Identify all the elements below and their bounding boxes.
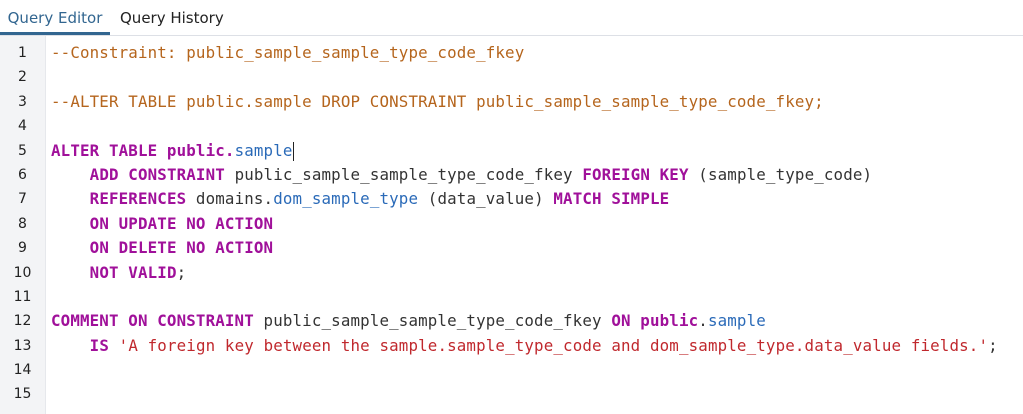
sql-text [109,336,119,355]
sql-text [51,263,90,282]
line-number: 15 [13,386,32,403]
line-number: 1 [18,45,27,61]
sql-text [51,238,90,257]
code-line: --Constraint: public_sample_sample_type_… [51,41,1023,65]
code-line: ADD CONSTRAINT public_sample_sample_type… [51,163,1023,187]
code-line: IS 'A foreign key between the sample.sam… [51,334,1023,358]
code-line [51,382,1023,406]
sql-text: (data_value) [418,189,554,209]
tab-bar: Query Editor Query History [0,0,1023,36]
line-number: 5 [18,142,27,159]
sql-keyword: MATCH SIMPLE [553,189,670,209]
sql-text: ; [176,262,187,282]
sql-text [51,336,90,355]
code-line [51,65,1023,89]
line-number: 4 [18,118,27,135]
sql-text [51,165,90,184]
tab-query-history[interactable]: Query History [120,9,224,27]
code-line: NOT VALID; [51,261,1023,285]
code-line: ALTER TABLE public.sample [51,139,1023,163]
line-number: 9 [18,240,27,257]
sql-identifier: sample [234,140,293,160]
sql-string: 'A foreign key between the sample.sample… [118,335,989,355]
text-cursor [292,141,294,161]
line-number: 2 [18,69,27,86]
line-number: 10 [13,264,32,281]
line-number: 7 [18,191,27,208]
sql-keyword: IS [89,335,109,355]
sql-keyword: ON public [611,311,699,331]
line-number: 13 [13,337,32,354]
sql-comment: --Constraint: public_sample_sample_type_… [51,43,525,62]
sql-text: public_sample_sample_type_code_fkey [253,311,612,331]
sql-text: (sample_type_code) [688,164,873,184]
code-line: COMMENT ON CONSTRAINT public_sample_samp… [51,309,1023,333]
sql-keyword: ALTER TABLE public [51,140,225,160]
line-number: 6 [18,166,27,183]
line-number: 8 [18,215,27,232]
sql-text: domains. [186,189,274,209]
code-line: ON DELETE NO ACTION [51,236,1023,260]
sql-keyword: ADD CONSTRAINT [89,164,225,184]
sql-keyword: NOT VALID [89,262,177,282]
tab-query-editor[interactable]: Query Editor [0,2,110,35]
line-number: 11 [13,288,32,305]
line-number: 3 [18,93,27,110]
sql-comment: --ALTER TABLE public.sample DROP CONSTRA… [51,91,824,111]
code-line: REFERENCES domains.dom_sample_type (data… [51,187,1023,211]
code-area[interactable]: --Constraint: public_sample_sample_type_… [46,36,1023,414]
code-line [51,358,1023,382]
line-number: 14 [13,362,32,379]
sql-keyword: REFERENCES [89,189,187,209]
sql-identifier: sample [707,311,766,331]
sql-identifier: dom_sample_type [273,189,419,209]
sql-text [51,214,90,233]
code-line [51,114,1023,138]
sql-text [51,189,90,208]
sql-keyword: ON DELETE NO ACTION [89,238,274,258]
sql-keyword: FOREIGN KEY [582,164,689,184]
sql-text: public_sample_sample_type_code_fkey [224,164,583,184]
sql-keyword: . [224,140,235,160]
code-line [51,285,1023,309]
code-line: ON UPDATE NO ACTION [51,212,1023,236]
sql-text: ; [988,335,998,355]
sql-keyword: COMMENT ON CONSTRAINT [51,311,254,331]
sql-text: . [698,311,708,331]
code-line: --ALTER TABLE public.sample DROP CONSTRA… [51,90,1023,114]
sql-keyword: ON UPDATE NO ACTION [89,213,274,233]
line-number: 12 [13,313,32,330]
